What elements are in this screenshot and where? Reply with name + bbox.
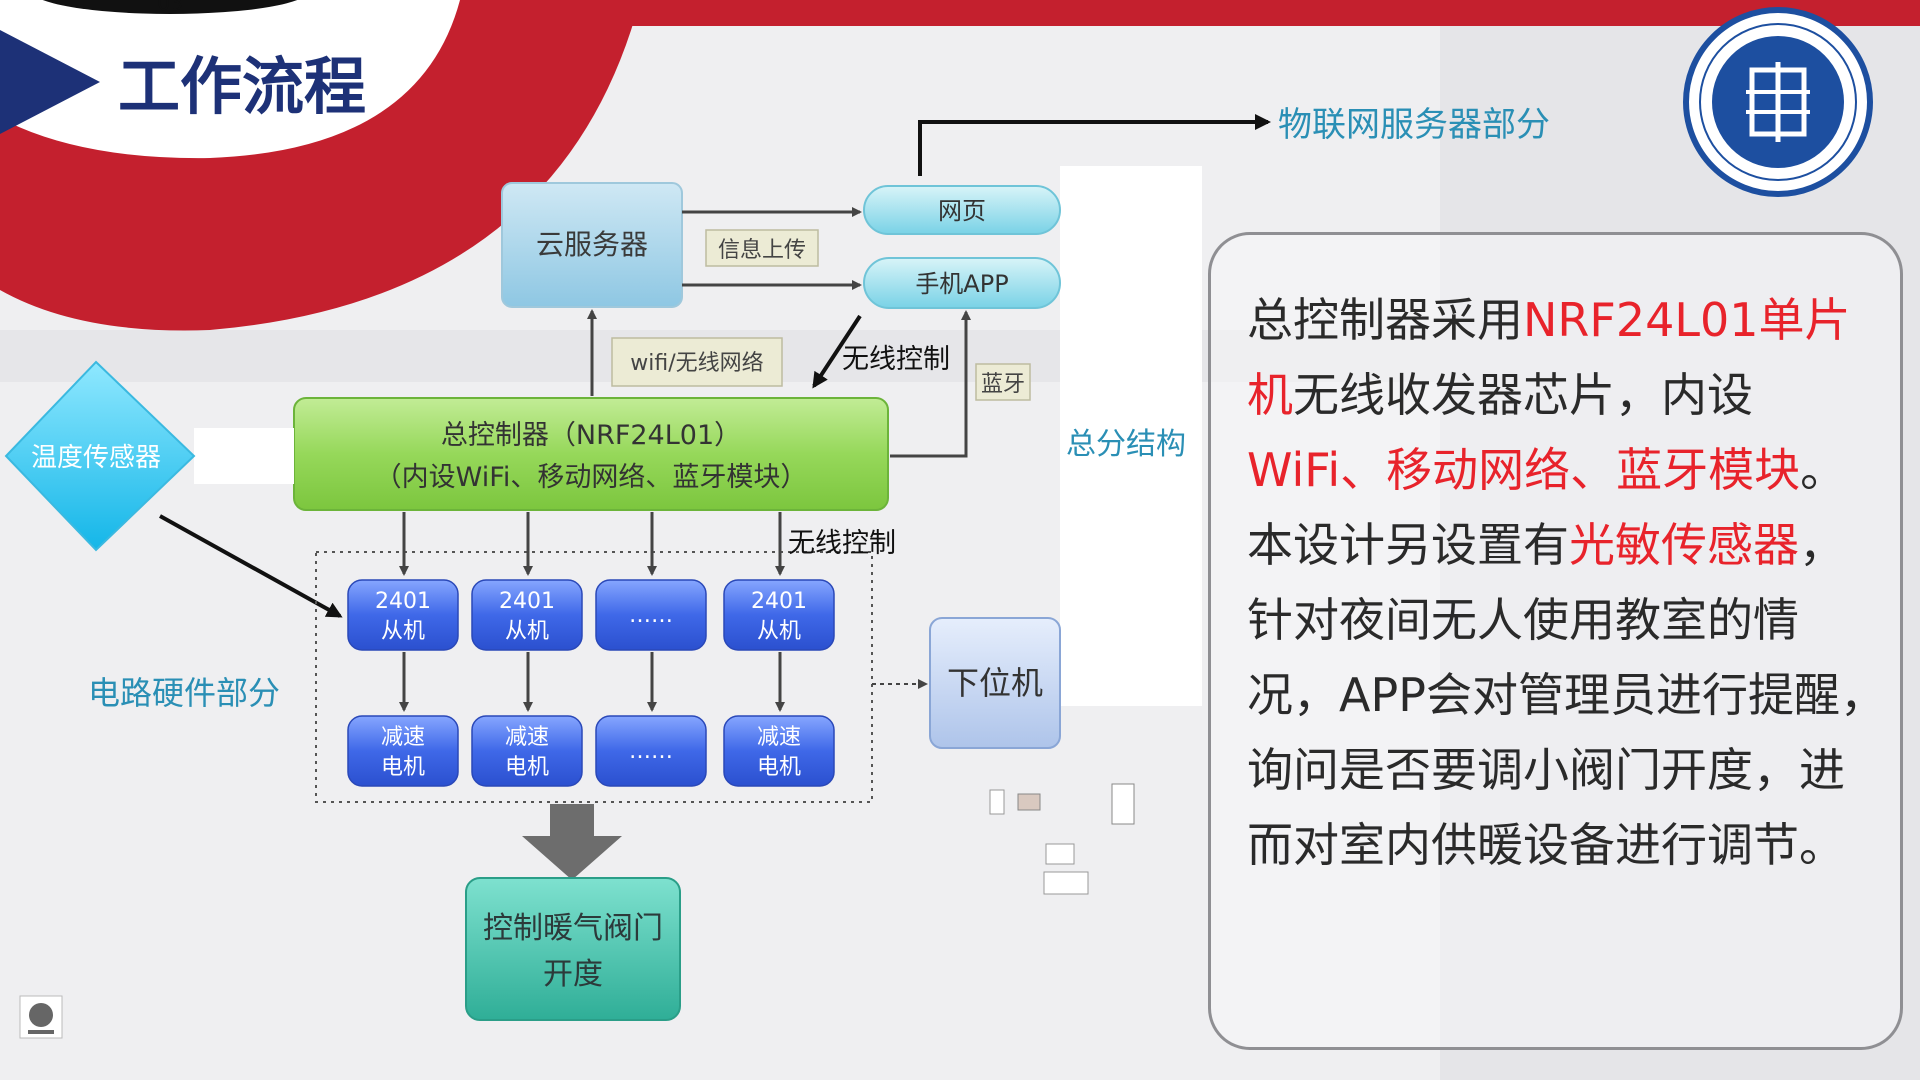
slave-4: 2401 从机 <box>723 579 835 651</box>
section-arrow-icon <box>0 30 100 134</box>
info-upload-label: 信息上传 <box>718 238 806 263</box>
motor-2-line2: 电机 <box>505 755 549 780</box>
slave-4-line1: 2401 <box>751 589 807 614</box>
motor-1-line1: 减速 <box>381 725 425 750</box>
slave-1: 2401 从机 <box>347 579 459 651</box>
motor-4: 减速 电机 <box>723 715 835 787</box>
webpage-box <box>863 185 1061 235</box>
iot-server-label: 物联网服务器部分 <box>1278 105 1550 145</box>
info-upload-tag <box>705 229 819 267</box>
arrow-sensor-to-slaves <box>159 514 343 618</box>
valve-control-label-line1: 控制暖气阀门 <box>483 911 663 946</box>
lower-computer-label: 下位机 <box>947 664 1043 702</box>
section-title: 工作流程 <box>118 50 366 123</box>
wifi-network-tag <box>611 337 783 387</box>
main-controller-label-line1: 总控制器（NRF24L01） <box>441 420 741 451</box>
section-number-shape <box>42 0 298 14</box>
bluetooth-label: 蓝牙 <box>981 372 1025 397</box>
motor-1-line2: 电机 <box>381 755 425 780</box>
info-seg-1: 总控制器采用 <box>1247 293 1523 347</box>
sensor-connector <box>194 428 294 484</box>
header-white-disc <box>0 0 460 159</box>
webpage-label: 网页 <box>938 197 986 225</box>
info-highlight-1: NRF24L01单片机 <box>1247 293 1851 422</box>
motor-3: …… <box>595 715 707 787</box>
slave-1-line2: 从机 <box>381 619 425 644</box>
slave-2: 2401 从机 <box>471 579 583 651</box>
slave-3: …… <box>595 579 707 651</box>
motor-4-line1: 减速 <box>757 725 801 750</box>
info-highlight-3: 光敏传感器 <box>1569 518 1799 572</box>
motor-1: 减速 电机 <box>347 715 459 787</box>
top-red-bar <box>560 0 1920 26</box>
arrow-to-iot-server <box>918 114 1271 176</box>
valve-control-box <box>465 877 681 1021</box>
mobile-app-label: 手机APP <box>915 270 1008 298</box>
motor-3-line1: …… <box>629 739 673 764</box>
motor-4-line2: 电机 <box>757 755 801 780</box>
info-seg-4: ，针对夜间无人使用教室的情况，APP会对管理员进行提醒，询问是否要调小阀门开度，… <box>1247 518 1886 872</box>
arrow-app-to-controller <box>812 314 862 389</box>
circuit-section-label: 电路硬件部分 <box>88 674 280 712</box>
info-panel: 总控制器采用NRF24L01单片机无线收发器芯片，内设 WiFi、移动网络、蓝牙模… <box>1208 232 1903 1050</box>
info-seg-3: 。本设计另设置有 <box>1247 443 1847 572</box>
temperature-sensor-box <box>4 360 196 552</box>
wireless-control-label-1: 无线控制 <box>842 344 950 375</box>
slave-group-box <box>315 551 873 803</box>
bluetooth-tag <box>975 363 1031 401</box>
temperature-sensor-label: 温度传感器 <box>31 443 161 473</box>
valve-control-label-line2: 开度 <box>543 957 603 992</box>
motor-2-line1: 减速 <box>505 725 549 750</box>
wifi-network-label: wifi/无线网络 <box>630 351 763 376</box>
motor-2: 减速 电机 <box>471 715 583 787</box>
mobile-app-box <box>863 257 1061 309</box>
university-seal-icon <box>1683 7 1873 197</box>
info-seg-2: 无线收发器芯片，内设 <box>1293 368 1753 422</box>
slave-4-line2: 从机 <box>757 619 801 644</box>
total-structure-label: 总分结构 <box>1066 427 1186 462</box>
down-arrow-icon <box>522 804 622 880</box>
main-controller-box <box>293 397 889 511</box>
slave-1-line1: 2401 <box>375 589 431 614</box>
slave-2-line1: 2401 <box>499 589 555 614</box>
section-number: 03 <box>157 0 182 15</box>
info-highlight-2: WiFi、移动网络、蓝牙模块 <box>1247 443 1801 497</box>
small-logo-icon <box>19 995 63 1039</box>
slave-3-line1: …… <box>629 603 673 628</box>
decorative-thumbnails <box>989 783 1135 895</box>
cloud-server-label: 云服务器 <box>536 228 648 261</box>
wireless-control-label-2: 无线控制 <box>788 528 896 559</box>
cloud-server-box <box>501 182 683 308</box>
arrow-controller-to-app-bluetooth <box>890 310 971 458</box>
white-strip <box>1060 166 1202 706</box>
slave-2-line2: 从机 <box>505 619 549 644</box>
main-controller-label-line2: （内设WiFi、移动网络、蓝牙模块） <box>375 462 808 493</box>
info-text: 总控制器采用NRF24L01单片机无线收发器芯片，内设 WiFi、移动网络、蓝牙模… <box>1247 283 1887 883</box>
lower-computer-box <box>929 617 1061 749</box>
